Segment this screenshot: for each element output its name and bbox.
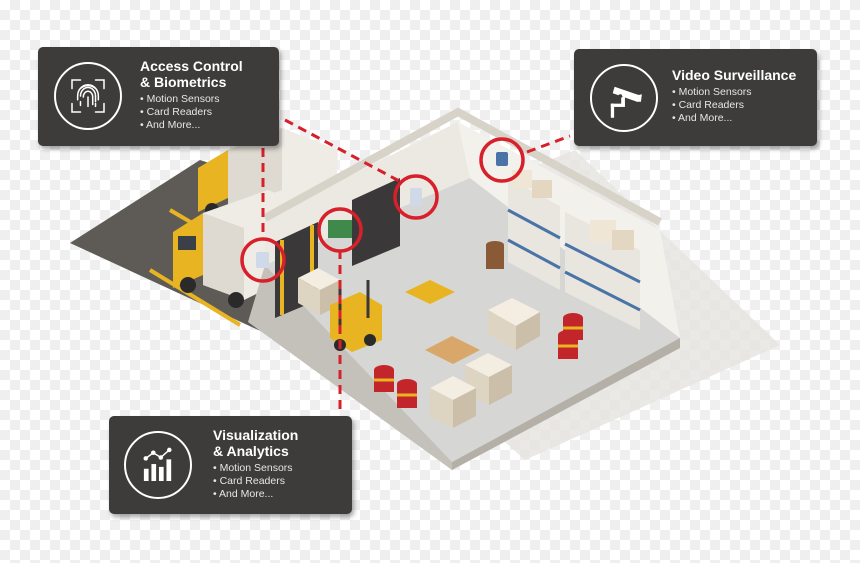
cctv-camera-icon xyxy=(590,64,658,132)
floor-slab-left xyxy=(248,265,452,470)
box-stack xyxy=(298,268,340,315)
feature-item: Motion Sensors xyxy=(140,93,220,106)
video-surveillance-features: Motion Sensors Card Readers And More... xyxy=(672,86,752,125)
feature-item: Card Readers xyxy=(213,475,293,488)
feature-item: Card Readers xyxy=(672,99,752,112)
access-control-card: Access Control & Biometrics Motion Senso… xyxy=(38,47,279,146)
feature-item: Card Readers xyxy=(140,106,220,119)
feature-item: Motion Sensors xyxy=(213,462,293,475)
feature-item: And More... xyxy=(672,112,752,125)
door-reader-highlight xyxy=(393,174,439,220)
access-control-features: Motion Sensors Card Readers And More... xyxy=(140,93,220,132)
wall-top-edge xyxy=(263,107,662,226)
box-stack xyxy=(488,298,540,350)
floor-slab-right xyxy=(452,338,680,470)
pallet-jack xyxy=(405,280,455,304)
card-reader-highlight xyxy=(240,237,286,283)
video-surveillance-title: Video Surveillance xyxy=(672,67,797,83)
camera-highlight xyxy=(479,137,525,183)
access-control-title: Access Control & Biometrics xyxy=(140,58,243,90)
access-panel-highlight xyxy=(317,207,363,253)
visualization-analytics-features: Motion Sensors Card Readers And More... xyxy=(213,462,293,501)
oil-barrel xyxy=(374,365,394,392)
visualization-analytics-title: Visualization & Analytics xyxy=(213,427,299,459)
wooden-barrel xyxy=(486,241,504,269)
analytics-chart-icon xyxy=(124,431,192,499)
callout-lines xyxy=(261,118,571,410)
dock-stripe xyxy=(148,268,242,327)
empty-pallet xyxy=(425,336,480,364)
feature-item: And More... xyxy=(213,488,293,501)
oil-barrel xyxy=(397,379,417,408)
video-surveillance-card: Video Surveillance Motion Sensors Card R… xyxy=(574,49,817,146)
dock-door xyxy=(352,178,400,266)
pallet-rack xyxy=(564,212,641,330)
feature-item: Motion Sensors xyxy=(672,86,752,99)
oil-barrel xyxy=(558,330,578,359)
box-stack xyxy=(430,376,476,428)
forklift xyxy=(330,280,382,352)
fingerprint-icon xyxy=(54,62,122,130)
feature-item: And More... xyxy=(140,119,220,132)
visualization-analytics-card: Visualization & Analytics Motion Sensors… xyxy=(109,416,352,514)
